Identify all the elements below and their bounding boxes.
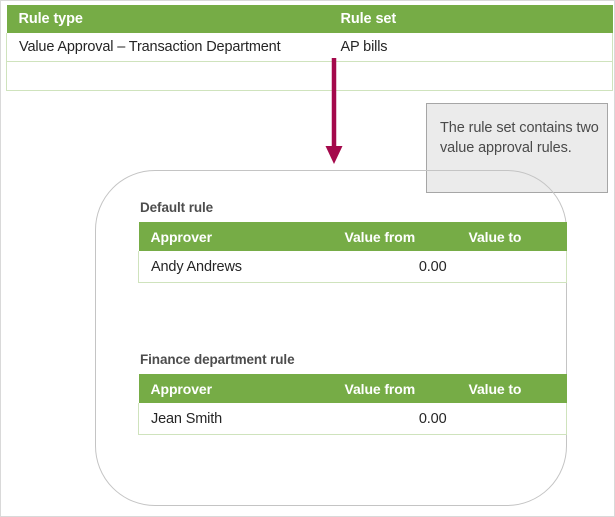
rule-group-label: Finance department rule [140, 352, 295, 367]
cell-value-from: 0.00 [330, 403, 455, 435]
table-row: Value Approval – Transaction Department … [6, 33, 613, 62]
approver-table-body: Jean Smith 0.00 [138, 403, 567, 435]
column-header-value-from: Value from [330, 374, 455, 403]
rule-type-table-head: Rule type Rule set [6, 5, 613, 33]
column-header-value-to: Value to [454, 222, 567, 251]
cell-approver: Jean Smith [138, 403, 331, 435]
table-row-empty [6, 61, 613, 91]
approver-table-head: Approver Value from Value to [138, 222, 567, 251]
table-row: Andy Andrews 0.00 [138, 251, 567, 283]
approver-table-head: Approver Value from Value to [138, 374, 567, 403]
table-header-row: Approver Value from Value to [138, 374, 567, 403]
rule-set-container [95, 170, 567, 506]
rule-group-default: Default rule Approver Value from Value t… [138, 200, 567, 283]
column-header-value-to: Value to [454, 374, 567, 403]
column-header-approver: Approver [138, 374, 331, 403]
rule-type-table-body: Value Approval – Transaction Department … [6, 33, 613, 91]
table-header-row: Approver Value from Value to [138, 222, 567, 251]
callout-text: The rule set contains two value approval… [440, 120, 599, 156]
column-header-value-from: Value from [330, 222, 455, 251]
cell-rule-set-empty [328, 61, 613, 91]
column-header-approver: Approver [138, 222, 331, 251]
column-header-rule-set: Rule set [328, 5, 613, 33]
cell-rule-set: AP bills [328, 33, 613, 62]
approver-table-body: Andy Andrews 0.00 [138, 251, 567, 283]
approver-table: Approver Value from Value to Jean Smith … [138, 374, 567, 435]
down-arrow-icon [325, 58, 343, 164]
rule-group-finance: Finance department rule Approver Value f… [138, 352, 567, 435]
callout-box: The rule set contains two value approval… [426, 103, 608, 193]
rule-type-table: Rule type Rule set Value Approval – Tran… [6, 5, 613, 91]
cell-rule-type-empty [6, 61, 329, 91]
cell-value-to [454, 251, 567, 283]
rule-group-label: Default rule [140, 200, 214, 215]
cell-value-from: 0.00 [330, 251, 455, 283]
cell-rule-type: Value Approval – Transaction Department [6, 33, 329, 62]
approver-table: Approver Value from Value to Andy Andrew… [138, 222, 567, 283]
table-header-row: Rule type Rule set [6, 5, 613, 33]
column-header-rule-type: Rule type [6, 5, 329, 33]
cell-approver: Andy Andrews [138, 251, 331, 283]
table-row: Jean Smith 0.00 [138, 403, 567, 435]
cell-value-to [454, 403, 567, 435]
